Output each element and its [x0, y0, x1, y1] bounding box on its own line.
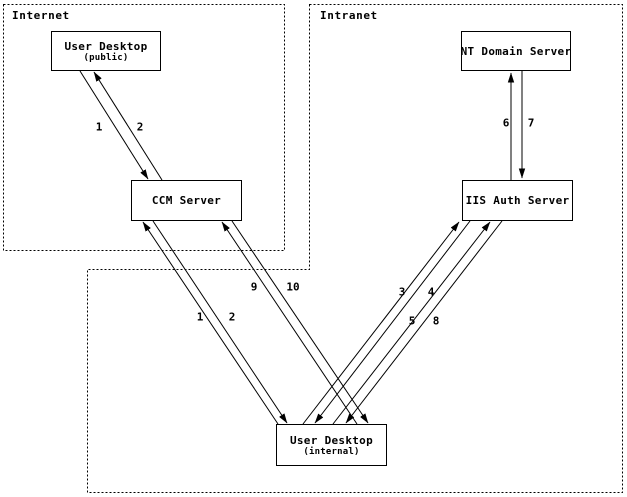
node-user-desktop-public: User Desktop (public)	[51, 31, 161, 71]
edge-step-8	[345, 220, 503, 424]
node-user-desktop-public-title: User Desktop	[64, 39, 148, 53]
node-ccm-server-title: CCM Server	[151, 194, 222, 207]
edge-label-step-6: 6	[502, 116, 510, 130]
node-user-desktop-internal: User Desktop (internal)	[276, 424, 387, 466]
node-nt-domain-server-title: NT Domain Server	[460, 44, 572, 58]
edge-public-step-1	[79, 70, 149, 180]
edge-label-step-10: 10	[286, 280, 300, 294]
edge-label-step-7: 7	[527, 116, 535, 130]
node-iis-auth-server-title: IIS Auth Server	[465, 194, 570, 207]
edge-step-10	[231, 220, 369, 424]
edge-label-step-4: 4	[427, 285, 435, 299]
edge-label-public-step-1: 1	[95, 120, 103, 134]
internet-zone-label: Internet	[12, 9, 70, 22]
intranet-zone-outline	[87, 4, 623, 493]
node-user-desktop-public-subtitle: (public)	[83, 52, 129, 63]
edge-label-internal-step-2: 2	[228, 310, 236, 324]
edge-step-4	[314, 220, 471, 424]
node-user-desktop-internal-title: User Desktop	[289, 433, 374, 447]
edge-step-9	[221, 221, 358, 425]
internet-zone-outline	[3, 4, 285, 251]
edge-internal-step-2	[152, 220, 288, 424]
edge-step-3	[302, 221, 460, 425]
edge-label-step-3: 3	[398, 285, 406, 299]
edge-step-5	[332, 221, 491, 425]
edge-label-step-8: 8	[432, 314, 440, 328]
edge-public-step-2	[93, 71, 163, 181]
edge-label-step-9: 9	[250, 280, 258, 294]
node-ccm-server: CCM Server	[131, 180, 242, 221]
edge-label-public-step-2: 2	[136, 120, 144, 134]
node-iis-auth-server: IIS Auth Server	[462, 180, 573, 221]
edge-internal-step-1	[142, 221, 279, 425]
edge-label-internal-step-1: 1	[196, 310, 204, 324]
node-nt-domain-server: NT Domain Server	[461, 31, 571, 71]
edge-label-step-5: 5	[408, 314, 416, 328]
intranet-zone-label: Intranet	[320, 9, 378, 22]
node-user-desktop-internal-subtitle: (internal)	[303, 446, 360, 457]
